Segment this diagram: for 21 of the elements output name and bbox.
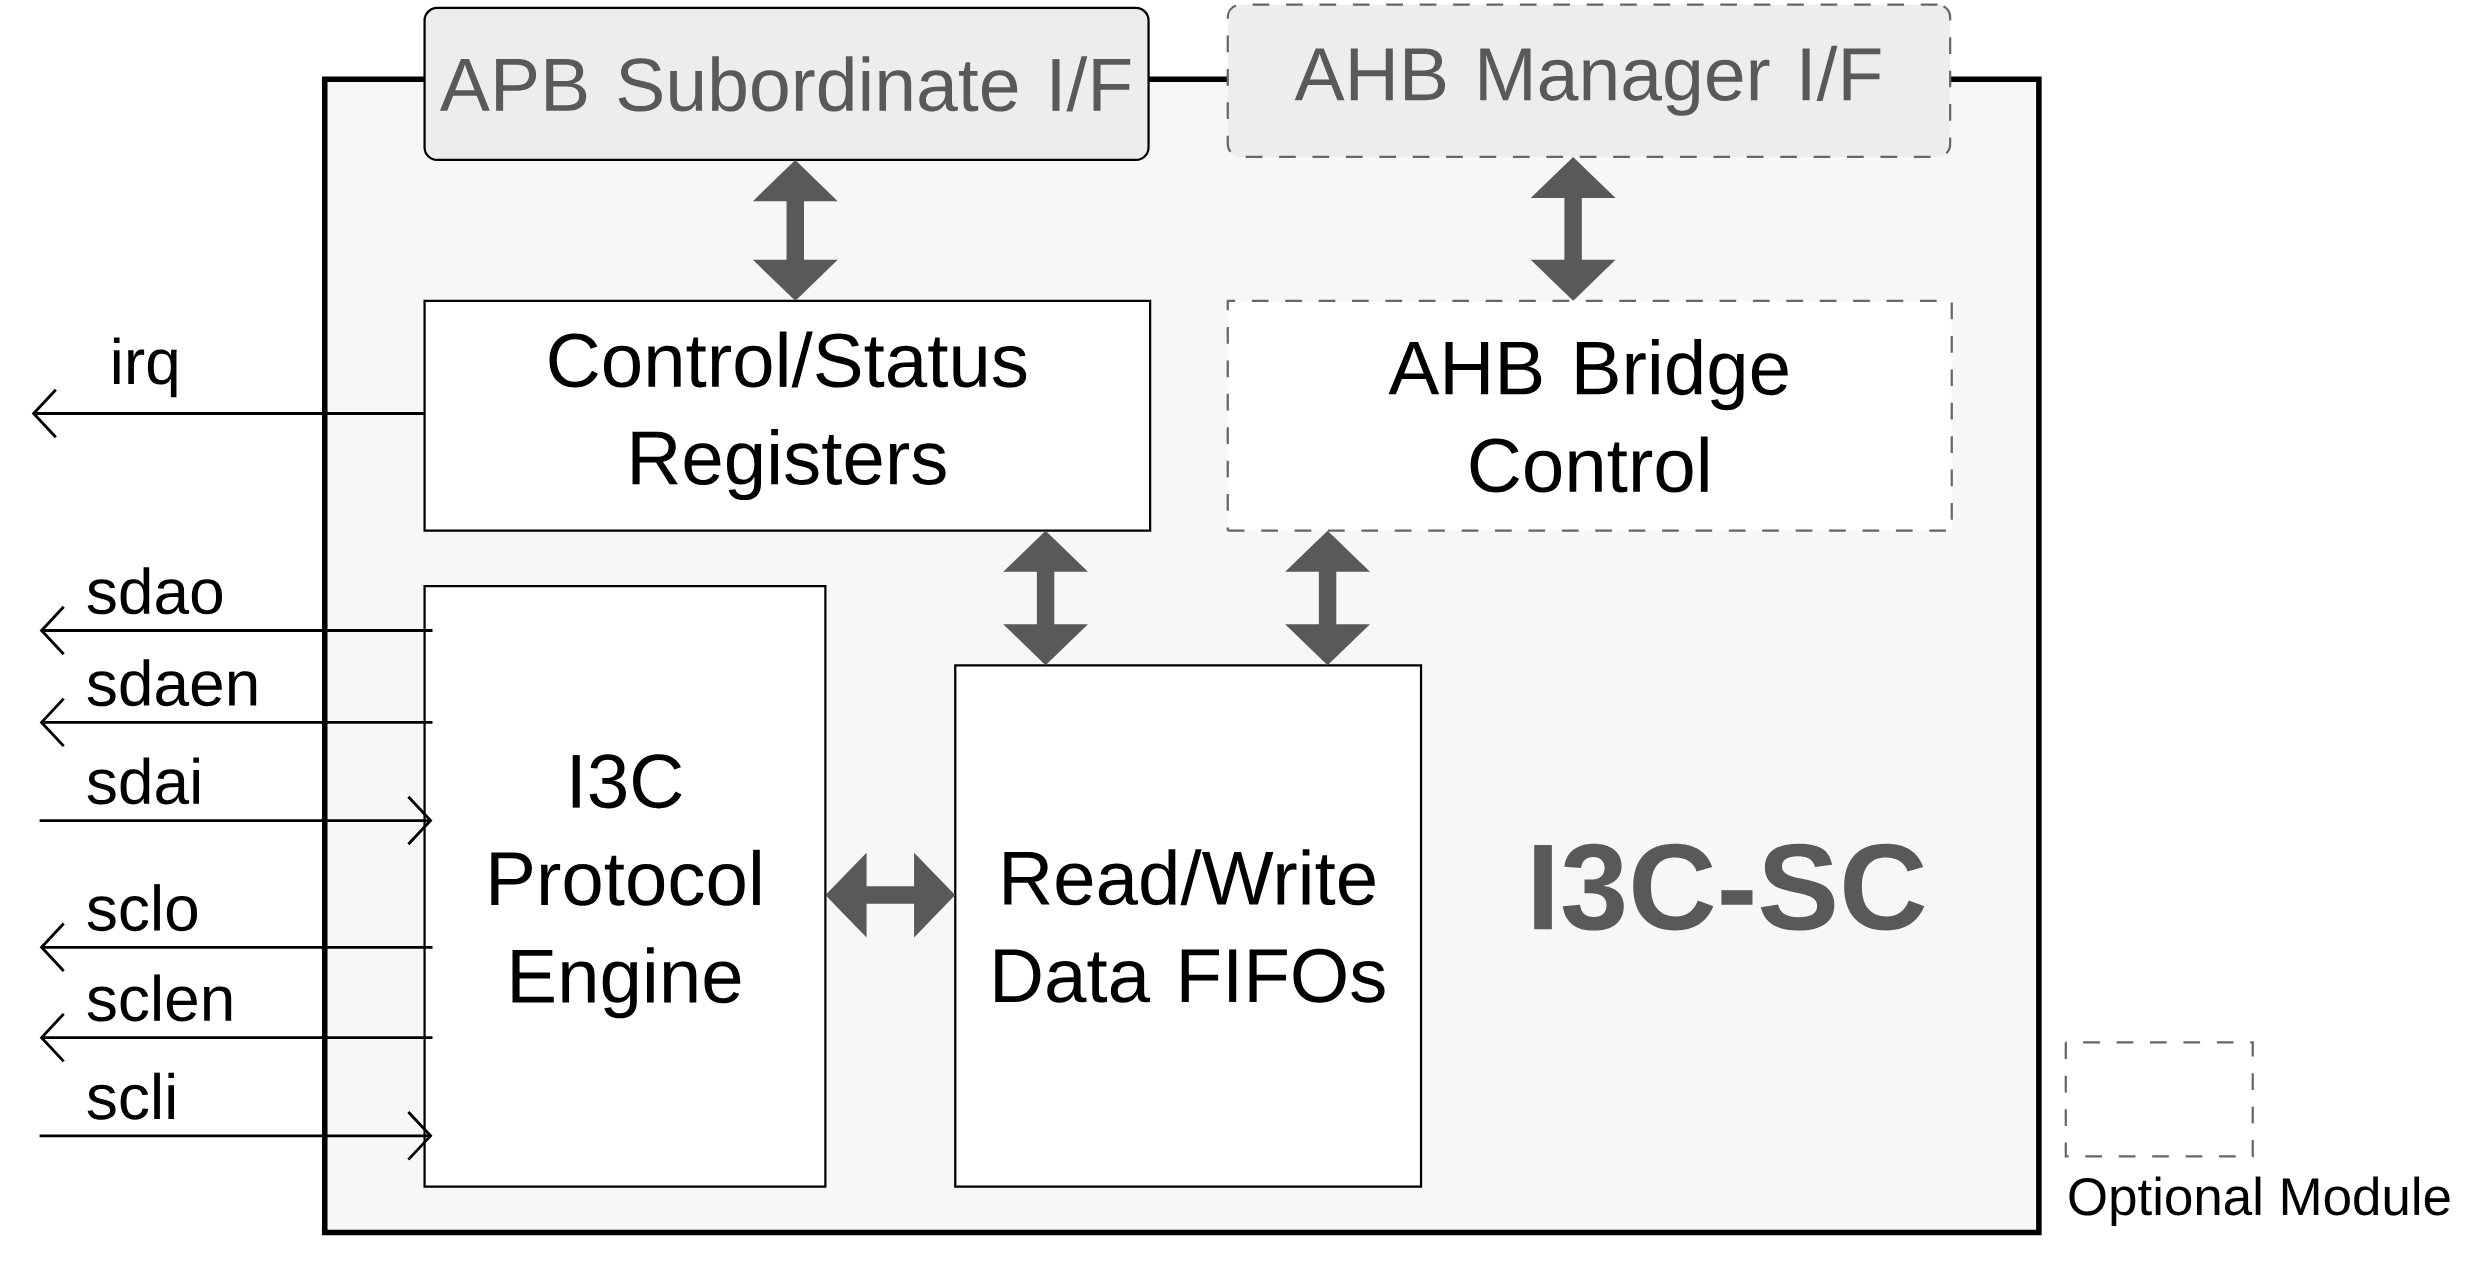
signal-label: sclo: [87, 884, 198, 932]
fifo-box: Read/Write Data FIFOs: [954, 664, 1423, 1188]
interface-box: APB Subordinate I/F: [423, 6, 1150, 162]
signal-label: sclen: [87, 974, 232, 1022]
register-box: Control/Status Registers: [423, 299, 1152, 532]
interface-box: AHB Manager I/F: [1226, 3, 1952, 158]
signal-arrow: [31, 388, 425, 439]
signal-arrow: [39, 922, 433, 973]
signal-arrow: [39, 605, 433, 656]
legend-text: Optional Module: [2069, 1176, 2450, 1226]
engine-box: I3C Protocol Engine: [423, 585, 827, 1188]
signal-label: sdaen: [87, 659, 257, 707]
bridge-box: AHB Bridge Control: [1226, 299, 1953, 532]
signal-label: scli: [87, 1072, 174, 1120]
signal-label: irq: [113, 337, 177, 398]
signal-label: sdao: [87, 567, 223, 615]
signal-arrow: [39, 1111, 433, 1161]
signal-label: sdai: [87, 757, 199, 805]
signal-arrow: [39, 697, 433, 748]
signal-arrow: [39, 1012, 433, 1063]
signal-arrow: [39, 795, 433, 846]
